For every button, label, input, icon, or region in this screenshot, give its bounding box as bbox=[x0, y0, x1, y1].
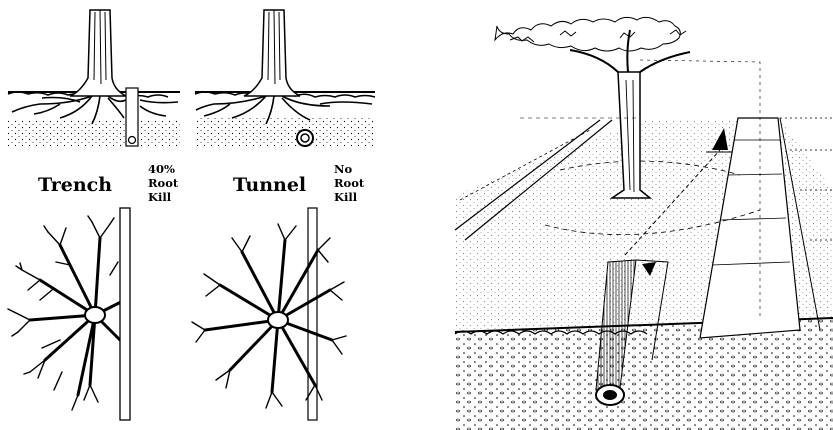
tunnel-root-plan bbox=[192, 208, 346, 420]
tunnel-side-view bbox=[195, 10, 375, 148]
tunnel-root-kill-note: No Root Kill bbox=[334, 162, 364, 204]
trench-side-view bbox=[8, 10, 180, 148]
trench-note-line-1: 40% bbox=[148, 162, 178, 176]
trench-root-kill-note: 40% Root Kill bbox=[148, 162, 178, 204]
tunnel-note-line-2: Root bbox=[334, 176, 364, 190]
trench-label: Trench bbox=[38, 174, 112, 196]
trench-note-line-2: Root bbox=[148, 176, 178, 190]
trench-root-plan bbox=[8, 208, 130, 420]
tunnel-label: Tunnel bbox=[233, 174, 306, 196]
sidewalk-perspective-scene bbox=[455, 17, 833, 430]
tunnel-note-line-3: Kill bbox=[334, 190, 364, 204]
trench-note-line-3: Kill bbox=[148, 190, 178, 204]
tunnel-note-line-1: No bbox=[334, 162, 364, 176]
